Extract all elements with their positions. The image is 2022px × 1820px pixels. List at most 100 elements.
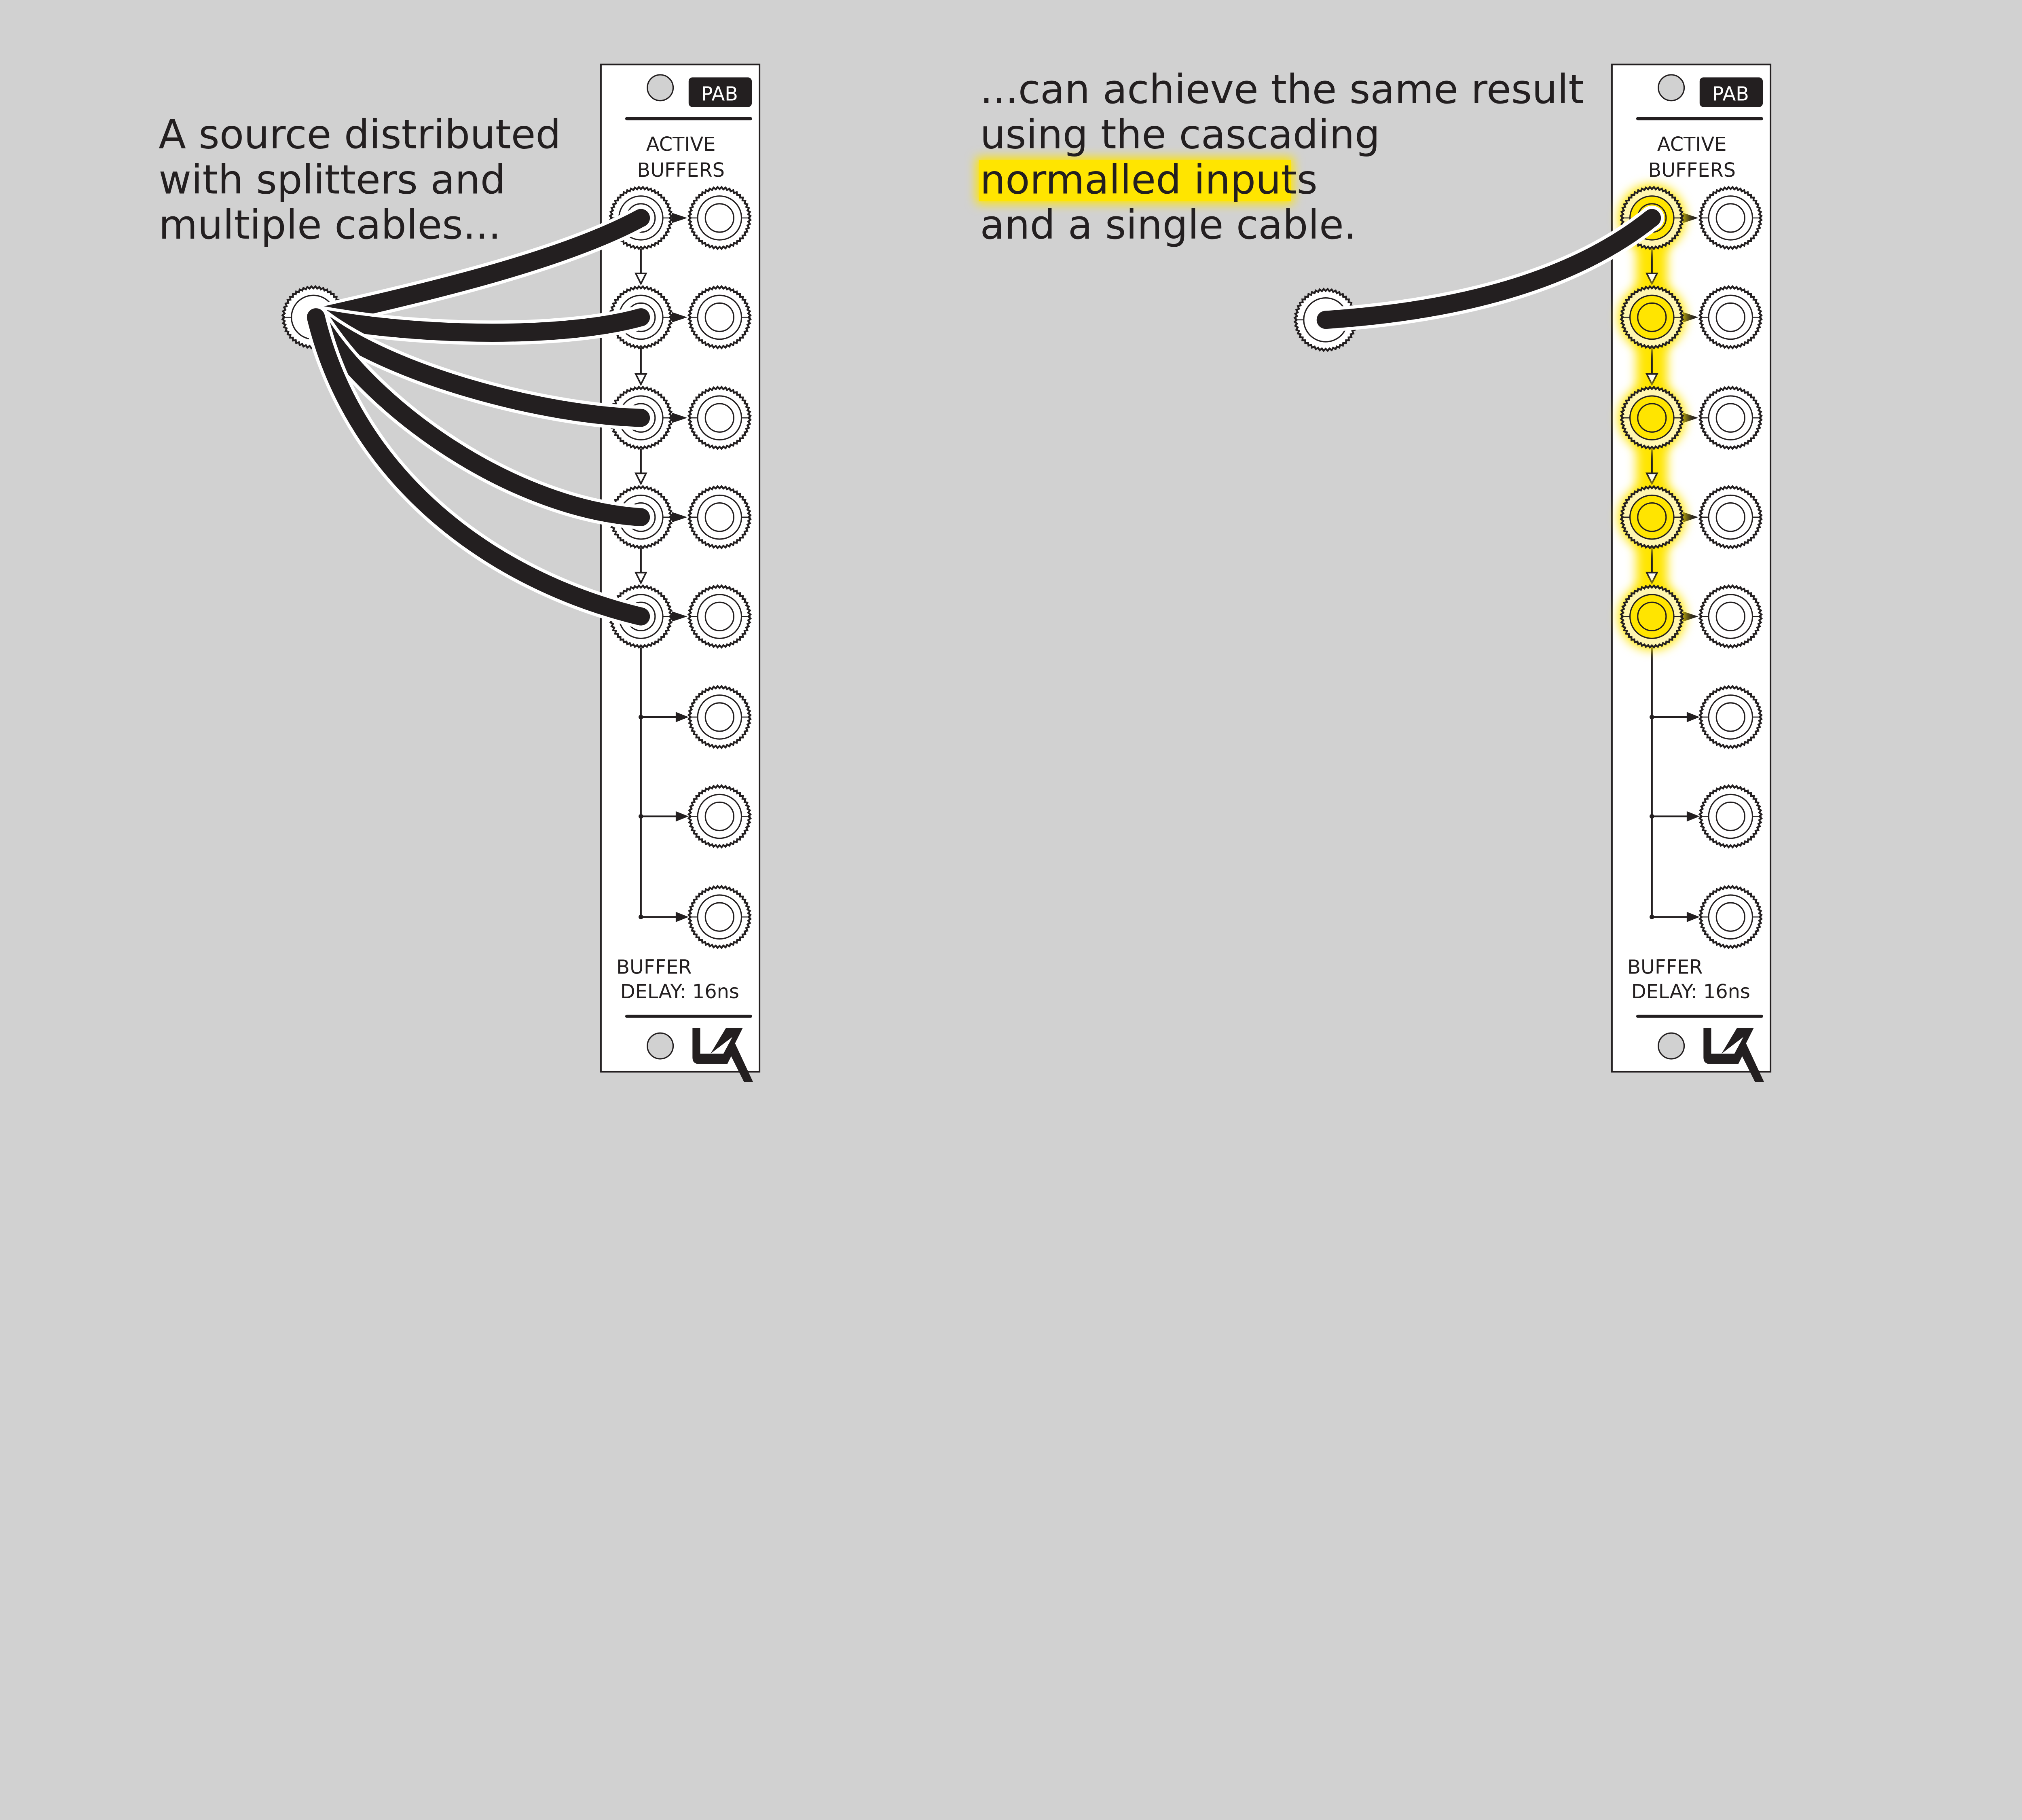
- left-caption-line: multiple cables...: [159, 202, 501, 248]
- buffer-arrow-icon: [672, 512, 687, 523]
- patch-cable-3[interactable]: [307, 308, 650, 427]
- jack-socket: [1715, 203, 1746, 233]
- junction-dot: [639, 715, 643, 720]
- jack-socket: [1637, 302, 1667, 332]
- junction-dot: [1650, 814, 1654, 819]
- output-arrow-icon: [675, 712, 689, 722]
- module-badge-text: PAB: [701, 83, 738, 106]
- jack-socket: [704, 801, 735, 832]
- patch-cable-2[interactable]: [307, 308, 650, 342]
- jack-socket: [1637, 502, 1667, 532]
- jack-socket: [704, 601, 735, 631]
- jack-socket: [704, 403, 735, 433]
- right-caption-line: and a single cable.: [980, 202, 1356, 248]
- jack-socket: [704, 702, 735, 732]
- module-title: ACTIVE: [646, 133, 716, 156]
- module-badge: [688, 77, 752, 107]
- input-jack-2[interactable]: [1618, 284, 1686, 351]
- module-title: BUFFERS: [637, 159, 725, 182]
- diagram-canvas: A source distributed with splitters and …: [159, 63, 1772, 1082]
- jack-socket: [704, 302, 735, 332]
- buffer-arrow-icon: [672, 611, 687, 622]
- lzx-logo: LZX: [692, 1028, 753, 1082]
- junction-dot: [639, 914, 643, 919]
- left-caption-line: A source distributed: [159, 112, 561, 158]
- patch-cable-1[interactable]: [307, 209, 650, 326]
- normal-arrow-icon: [1645, 472, 1658, 486]
- right-caption-line: ...can achieve the same result: [980, 66, 1584, 113]
- output-arrow-icon: [1686, 712, 1700, 722]
- patch-cable-4[interactable]: [307, 308, 650, 527]
- module-title: BUFFERS: [1648, 159, 1736, 182]
- output-jack-2[interactable]: [1698, 285, 1763, 350]
- module-footer-label: BUFFER: [616, 957, 692, 979]
- junction-dot: [1650, 914, 1654, 919]
- output-arrow-icon: [675, 912, 689, 922]
- junction-dot: [639, 814, 643, 819]
- jack-socket: [1715, 302, 1746, 332]
- jack-socket: [1715, 403, 1746, 433]
- module-badge: [1699, 77, 1763, 107]
- output-jack-5[interactable]: [1698, 584, 1763, 649]
- output-jack-3[interactable]: [687, 385, 752, 450]
- input-jack-3[interactable]: [1618, 384, 1686, 452]
- left-caption: A source distributed with splitters and …: [159, 112, 561, 248]
- buffer-arrow-icon: [672, 312, 687, 323]
- junction-dot: [1650, 715, 1654, 720]
- left-caption-line: with splitters and: [159, 157, 506, 203]
- jack-socket: [1715, 801, 1746, 832]
- output-jack-8[interactable]: [687, 885, 752, 949]
- normal-arrow-icon: [1645, 571, 1658, 585]
- module-footer-label: DELAY: 16ns: [1631, 981, 1750, 1003]
- module-footer-label: BUFFER: [1627, 957, 1703, 979]
- mounting-screw-icon: [647, 1032, 674, 1060]
- right-caption-line: using the cascading: [980, 112, 1380, 158]
- patch-cable-5[interactable]: [307, 308, 650, 626]
- output-jack-3[interactable]: [1698, 385, 1763, 450]
- buffer-arrow-icon: [1683, 611, 1698, 622]
- right-caption-highlight: normalled inputs: [980, 157, 1318, 203]
- jack-socket: [1715, 902, 1746, 932]
- output-jack-4[interactable]: [1698, 485, 1763, 550]
- output-jack-8[interactable]: [1698, 885, 1763, 949]
- output-arrow-icon: [1686, 912, 1700, 922]
- buffer-arrow-icon: [672, 213, 687, 223]
- output-jack-6[interactable]: [687, 685, 752, 749]
- normal-arrow-icon: [634, 571, 647, 585]
- input-jack-4[interactable]: [1618, 483, 1686, 551]
- buffer-arrow-icon: [672, 413, 687, 423]
- highlight-marker: [979, 160, 1291, 201]
- output-jack-6[interactable]: [1698, 685, 1763, 749]
- jack-socket: [704, 203, 735, 233]
- module-badge-text: PAB: [1712, 83, 1749, 106]
- output-jack-7[interactable]: [1698, 784, 1763, 849]
- right-caption: ...can achieve the same result using the…: [976, 66, 1584, 248]
- output-jack-1[interactable]: [687, 186, 752, 250]
- jack-socket: [1715, 601, 1746, 631]
- output-jack-5[interactable]: [687, 584, 752, 649]
- mounting-screw-icon: [1658, 1032, 1685, 1060]
- normal-arrow-icon: [634, 472, 647, 486]
- mounting-screw-icon: [647, 74, 674, 102]
- output-jack-4[interactable]: [687, 485, 752, 550]
- normal-arrow-icon: [634, 373, 647, 386]
- input-jack-5[interactable]: [1618, 583, 1686, 650]
- lzx-logo: LZX: [1703, 1028, 1764, 1082]
- jack-socket: [1715, 702, 1746, 732]
- output-arrow-icon: [1686, 811, 1700, 822]
- jack-socket: [1715, 502, 1746, 532]
- buffer-arrow-icon: [1683, 512, 1698, 523]
- buffer-arrow-icon: [1683, 312, 1698, 323]
- output-jack-1[interactable]: [1698, 186, 1763, 250]
- jack-socket: [1637, 601, 1667, 631]
- mounting-screw-icon: [1658, 74, 1685, 102]
- normal-arrow-icon: [1645, 373, 1658, 386]
- jack-socket: [704, 902, 735, 932]
- output-jack-2[interactable]: [687, 285, 752, 350]
- jack-socket: [1637, 403, 1667, 433]
- output-jack-7[interactable]: [687, 784, 752, 849]
- buffer-arrow-icon: [1683, 213, 1698, 223]
- normal-arrow-icon: [1645, 273, 1658, 286]
- module-footer-label: DELAY: 16ns: [620, 981, 739, 1003]
- patch-cable-single[interactable]: [1316, 209, 1661, 329]
